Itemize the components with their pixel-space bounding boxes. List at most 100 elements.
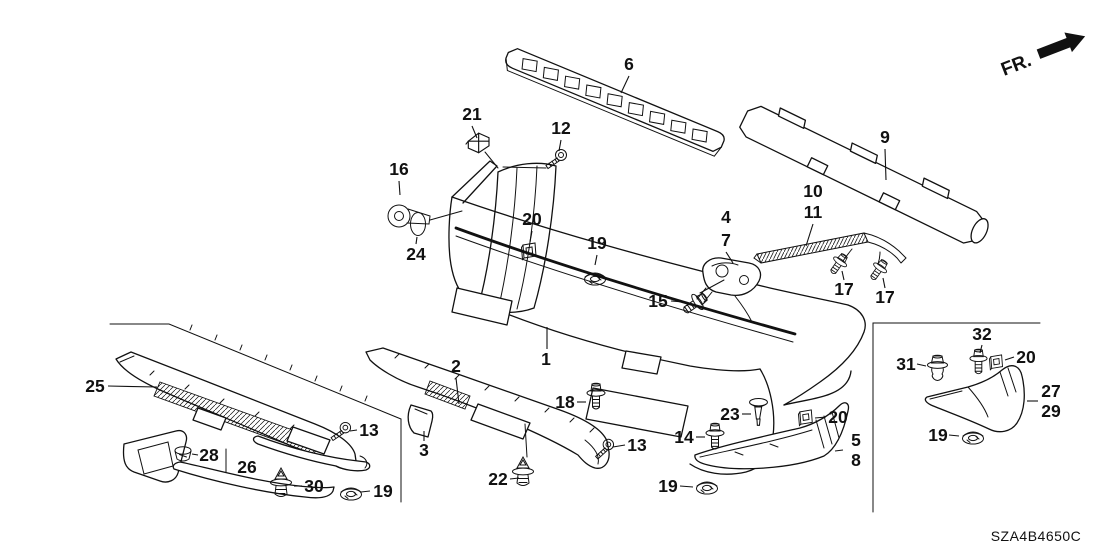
part-label-10: 10 (803, 181, 823, 201)
part-leader-17a (841, 270, 845, 281)
part-leader-12 (558, 139, 562, 152)
part-label-17a: 17 (834, 279, 853, 299)
leader-lines-layer (107, 75, 1038, 493)
corner-bracket-flap-drawing (407, 404, 434, 438)
clip-21-attach-line (484, 151, 499, 169)
part-label-16: 16 (389, 159, 409, 179)
part-leader-28 (191, 453, 199, 456)
part-label-23: 23 (720, 404, 740, 424)
part-leader-9 (884, 148, 887, 181)
part-leader-17b (882, 277, 886, 289)
clip-19-left (340, 487, 362, 501)
part-label-21: 21 (462, 104, 482, 124)
bumper-absorber-drawing (739, 105, 989, 244)
part-label-32: 32 (972, 324, 992, 344)
part-leader-2 (455, 377, 460, 405)
clip-23 (749, 397, 768, 426)
part-leader-20b (814, 416, 827, 419)
detail-region-divider-right (872, 322, 1041, 513)
clip-21 (465, 132, 490, 154)
part-leader-32 (979, 344, 983, 354)
part-leader-6 (620, 75, 630, 94)
part-label-6: 6 (624, 54, 634, 74)
part-label-18: 18 (555, 392, 575, 412)
part-leader-7 (725, 251, 734, 264)
part-leader-15 (670, 300, 684, 303)
fr-label: FR. (998, 50, 1034, 81)
part-leader-19a (594, 254, 598, 266)
part-leader-21 (471, 125, 478, 139)
part-label-13a: 13 (359, 420, 379, 440)
part-label-19d: 19 (928, 425, 948, 445)
clip-32 (969, 348, 988, 375)
part-leader-20a (529, 230, 533, 243)
part-leader-24 (415, 236, 418, 245)
part-label-20c: 20 (1016, 347, 1036, 367)
part-label-19c: 19 (373, 481, 393, 501)
license-bracket-drawing (122, 429, 188, 483)
clip-19-center (696, 481, 718, 495)
part-label-27: 27 (1041, 381, 1060, 401)
part-leader-22 (509, 477, 520, 480)
part-leader-13a (349, 429, 358, 432)
part-label-17b: 17 (875, 287, 894, 307)
part-label-8: 8 (851, 450, 861, 470)
cap-24 (410, 212, 426, 236)
bolt-14 (705, 422, 725, 450)
part-label-4: 4 (721, 207, 731, 227)
part-label-20b: 20 (828, 407, 848, 427)
grommet-31 (927, 354, 948, 381)
trim-strip-drawing (172, 435, 371, 499)
grommet-16 (387, 204, 463, 228)
front-direction-indicator: FR. (998, 32, 1086, 81)
part-leader-11 (805, 223, 814, 247)
clip-19-box (962, 431, 984, 445)
part-label-19b: 19 (658, 476, 678, 496)
part-label-31: 31 (896, 354, 916, 374)
part-leader-8 (834, 449, 844, 452)
part-label-5: 5 (851, 430, 861, 450)
part-label-2: 2 (451, 356, 461, 376)
part-leader-13b (612, 444, 626, 448)
part-label-28: 28 (199, 445, 219, 465)
part-leader-19b (679, 485, 694, 488)
part-leader-19c (360, 490, 371, 493)
rear-bumper-face-drawing (448, 160, 866, 475)
part-label-25: 25 (85, 376, 105, 396)
part-leader-20c (1004, 356, 1015, 361)
mud-guard-drawing (924, 365, 1025, 433)
sensor-bracket-drawing (696, 257, 762, 323)
part-label-7: 7 (721, 230, 731, 250)
clip-22 (512, 456, 534, 486)
part-label-13b: 13 (627, 435, 647, 455)
screw-12-attach-line (502, 166, 547, 169)
detail-region-divider-left (109, 323, 402, 503)
bolt-15-attach-line (699, 279, 725, 294)
part-leader-16 (398, 180, 401, 196)
part-label-24: 24 (406, 244, 426, 264)
part-label-22: 22 (488, 469, 508, 489)
part-leader-19d (948, 434, 960, 437)
part-label-1: 1 (541, 349, 551, 369)
lower-garnish-detail-drawing (115, 351, 357, 470)
fr-arrow-icon (1036, 32, 1086, 59)
step-pad-drawing (505, 48, 725, 157)
side-garnish-drawing (694, 402, 850, 470)
part-label-19a: 19 (587, 233, 607, 253)
part-label-12: 12 (551, 118, 571, 138)
part-label-30: 30 (304, 476, 324, 496)
part-label-11: 11 (804, 202, 823, 222)
part-label-20a: 20 (522, 209, 542, 229)
clip-20-mid (797, 409, 813, 427)
part-label-3: 3 (419, 440, 429, 460)
part-leader-31 (916, 363, 927, 367)
part-label-26: 26 (237, 457, 257, 477)
part-label-15: 15 (648, 291, 668, 311)
part-label-14: 14 (674, 427, 694, 447)
diagram-code: SZA4B4650C (991, 528, 1082, 544)
part-label-29: 29 (1041, 401, 1061, 421)
part-leader-25 (107, 385, 158, 388)
